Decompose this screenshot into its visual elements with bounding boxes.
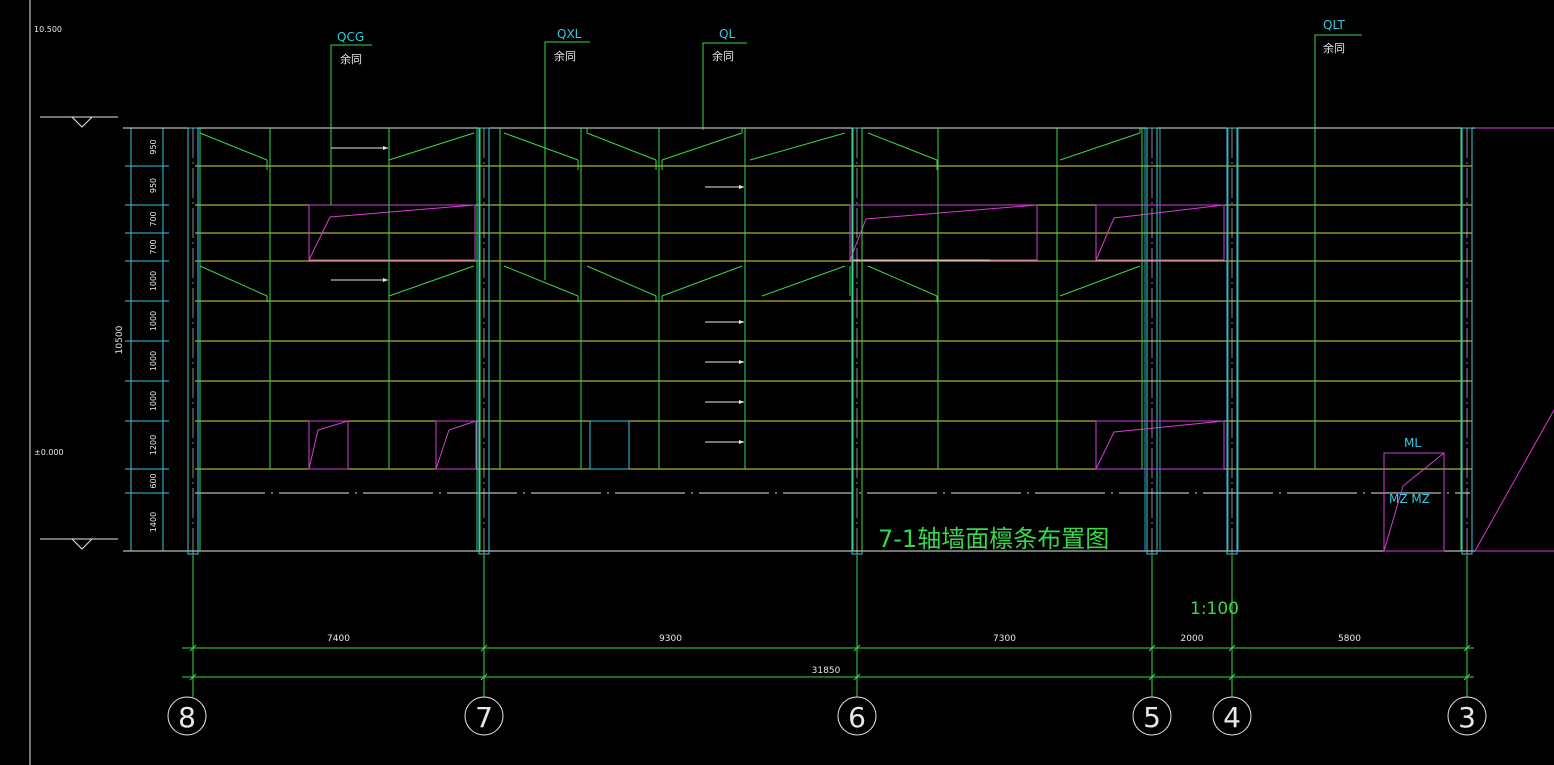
- callout-qlt-tag: QLT: [1323, 18, 1345, 32]
- callout-qlt: QLT 余同: [1323, 18, 1345, 55]
- height-dim-label: 1200: [149, 435, 158, 455]
- elevation-marker-bottom: [40, 538, 118, 550]
- callout-leaders: [330, 34, 1362, 280]
- height-dim-label: 700: [149, 239, 158, 254]
- arrow-markers: [331, 146, 744, 444]
- wall-outline: [123, 127, 1554, 552]
- span-dim-label: 7400: [327, 634, 350, 644]
- span-dim-label: 5800: [1338, 634, 1361, 644]
- callout-qxl-tag: QXL: [557, 27, 582, 41]
- drawing-title: 7-1轴墙面檩条布置图: [878, 525, 1109, 553]
- height-dim-label: 950: [149, 178, 158, 193]
- callout-qlt-note: 余同: [1323, 41, 1345, 55]
- axis-bubble: 3: [1447, 696, 1487, 736]
- height-dim-label: 1000: [149, 351, 158, 371]
- callout-ql-note: 余同: [712, 49, 734, 63]
- callout-ql-tag: QL: [719, 27, 735, 41]
- door-ml: ML MZ MZ: [1383, 409, 1554, 552]
- height-dim-label: 600: [149, 473, 158, 488]
- span-dimension-lines: [182, 555, 1474, 697]
- total-height-dim: 10500: [115, 325, 125, 354]
- height-dim-label: 1000: [149, 271, 158, 291]
- axis-label: 3: [1458, 701, 1476, 734]
- window-openings: [308, 204, 1225, 470]
- callout-qcg-note: 余同: [340, 52, 362, 66]
- callout-qxl-note: 余同: [554, 49, 576, 63]
- door-tag: ML: [1404, 436, 1421, 450]
- callout-qxl: QXL 余同: [554, 27, 582, 63]
- axis-bubble: 4: [1212, 696, 1252, 736]
- callout-qcg: QCG 余同: [337, 30, 364, 66]
- height-dim-label: 1400: [149, 512, 158, 532]
- drawing-scale: 1:100: [1190, 599, 1239, 619]
- axis-label: 4: [1223, 701, 1241, 734]
- height-dim-label: 700: [149, 211, 158, 226]
- height-dim-label: 1000: [149, 391, 158, 411]
- purlin-lines: [195, 165, 1472, 470]
- axis-label: 7: [475, 701, 493, 734]
- callout-ql: QL 余同: [712, 27, 735, 63]
- axis-bubble: 5: [1132, 696, 1172, 736]
- axis-label: 6: [848, 701, 866, 734]
- elevation-zero-label: ±0.000: [34, 448, 64, 457]
- axis-bubble: 8: [167, 696, 207, 736]
- elevation-marker-top: [40, 116, 118, 128]
- axis-bubble: 6: [837, 696, 877, 736]
- elevation-top-label: 10.500: [34, 25, 62, 34]
- brace-members: [199, 128, 1462, 551]
- callout-qcg-tag: QCG: [337, 30, 364, 44]
- total-span-dim: 31850: [812, 666, 841, 676]
- axis-label: 5: [1143, 701, 1161, 734]
- height-dim-label: 950: [149, 139, 158, 154]
- axis-label: 8: [178, 701, 196, 734]
- column-group: [187, 127, 1473, 555]
- axis-bubble: 7: [464, 696, 504, 736]
- span-dim-label: 9300: [659, 634, 682, 644]
- height-dim-label: 1000: [149, 311, 158, 331]
- span-dim-label: 2000: [1181, 634, 1204, 644]
- span-dim-label: 7300: [993, 634, 1016, 644]
- door-labels: MZ MZ: [1389, 492, 1430, 506]
- height-dimension-chain: 10500: [115, 127, 169, 552]
